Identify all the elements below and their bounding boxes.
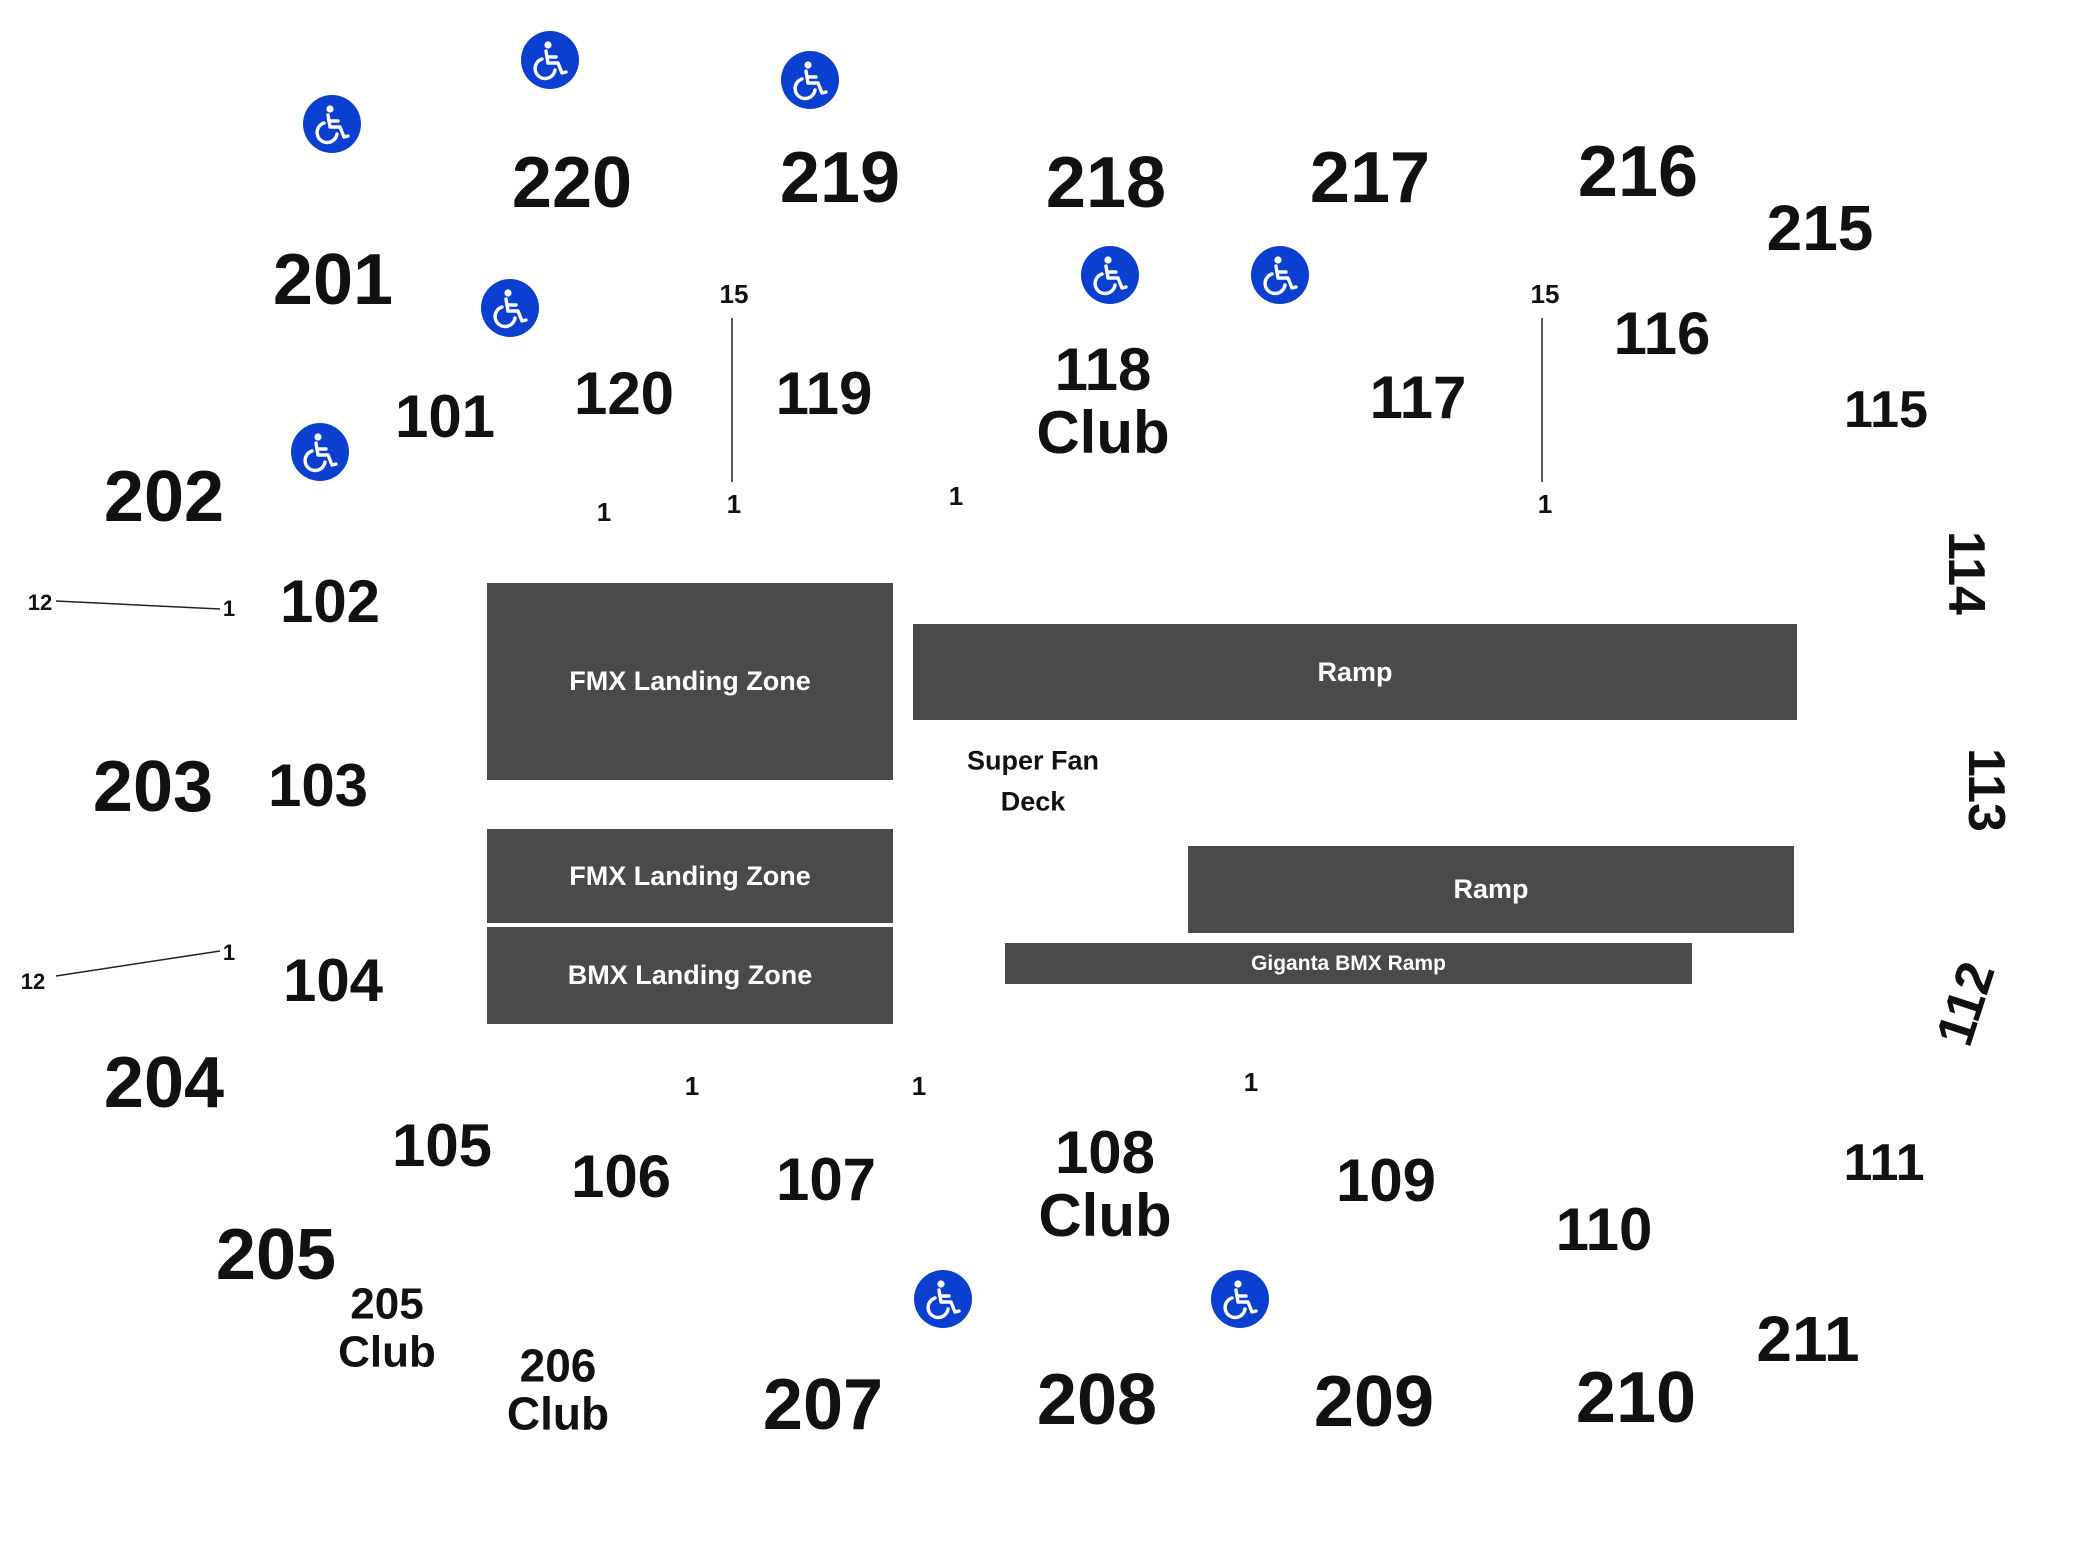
row-marker-120-1: 1 <box>596 497 612 527</box>
wheelchair-icon <box>1211 1270 1269 1328</box>
section-218[interactable]: 218 <box>1045 143 1167 223</box>
row-marker-108-1: 1 <box>1243 1067 1259 1097</box>
super-fan-deck[interactable]: Super Fan Deck <box>967 741 1099 822</box>
row-marker-102-1: 1 <box>222 596 236 621</box>
row-marker-106-1: 1 <box>684 1071 700 1101</box>
section-114[interactable]: 114 <box>1937 531 1995 615</box>
section-203[interactable]: 203 <box>92 747 214 827</box>
section-206-club-number: 206 <box>519 1339 597 1392</box>
section-110[interactable]: 110 <box>1555 1196 1653 1263</box>
row-marker-104-1: 1 <box>222 940 236 965</box>
section-204[interactable]: 204 <box>103 1043 225 1123</box>
section-220[interactable]: 220 <box>511 143 633 223</box>
section-205-club-number: 205 <box>350 1279 424 1329</box>
section-108-club[interactable]: 108 Club <box>1038 1121 1171 1247</box>
section-209[interactable]: 209 <box>1313 1362 1435 1442</box>
row-marker-119-1: 1 <box>726 489 742 519</box>
section-118-number: 118 <box>1054 336 1152 403</box>
wheelchair-icon <box>1251 246 1309 304</box>
row-marker-117-15: 15 <box>1530 279 1560 309</box>
section-215[interactable]: 215 <box>1766 192 1874 264</box>
fmx-landing-zone-2: FMX Landing Zone <box>487 829 893 923</box>
section-108-number: 108 <box>1054 1119 1156 1186</box>
giganta-bmx-ramp: Giganta BMX Ramp <box>1005 943 1692 984</box>
section-207[interactable]: 207 <box>762 1365 884 1445</box>
section-119[interactable]: 119 <box>775 360 873 427</box>
row-marker-107-1: 1 <box>911 1071 927 1101</box>
row-marker-118-1: 1 <box>948 481 964 511</box>
row-marker-104-12: 12 <box>20 969 46 994</box>
row-marker-117-1: 1 <box>1537 489 1553 519</box>
section-113[interactable]: 113 <box>1957 748 2015 832</box>
section-106[interactable]: 106 <box>570 1143 672 1210</box>
section-107[interactable]: 107 <box>775 1146 877 1213</box>
section-210[interactable]: 210 <box>1575 1358 1697 1438</box>
row-line-102 <box>55 600 221 610</box>
ramp-top: Ramp <box>913 624 1797 720</box>
section-202[interactable]: 202 <box>103 457 225 537</box>
section-101[interactable]: 101 <box>394 383 496 450</box>
section-118-club-label: Club <box>1036 399 1170 466</box>
wheelchair-icon <box>291 423 349 481</box>
section-118-club[interactable]: 118 Club <box>1036 338 1169 464</box>
row-marker-102-12: 12 <box>27 590 53 615</box>
section-216[interactable]: 216 <box>1577 132 1699 212</box>
section-102[interactable]: 102 <box>279 568 381 635</box>
section-217[interactable]: 217 <box>1309 138 1431 218</box>
section-105[interactable]: 105 <box>391 1112 493 1179</box>
wheelchair-icon <box>303 95 361 153</box>
section-211[interactable]: 211 <box>1756 1303 1860 1375</box>
wheelchair-icon <box>781 51 839 109</box>
section-120[interactable]: 120 <box>573 360 675 427</box>
section-108-club-label: Club <box>1038 1182 1172 1249</box>
row-marker-119-15: 15 <box>719 279 749 309</box>
section-208[interactable]: 208 <box>1036 1360 1158 1440</box>
bmx-landing-zone: BMX Landing Zone <box>487 927 893 1024</box>
section-117[interactable]: 117 <box>1369 364 1467 431</box>
section-115[interactable]: 115 <box>1844 381 1928 439</box>
row-line-104 <box>55 950 221 977</box>
section-206-club-label: Club <box>506 1388 610 1440</box>
wheelchair-icon <box>1081 246 1139 304</box>
section-205-club-label: Club <box>338 1328 436 1377</box>
section-205-club[interactable]: 205 Club <box>338 1279 436 1378</box>
section-112[interactable]: 112 <box>1925 955 2007 1053</box>
section-205[interactable]: 205 <box>215 1215 337 1295</box>
section-219[interactable]: 219 <box>779 138 901 218</box>
wheelchair-icon <box>521 31 579 89</box>
wheelchair-icon <box>914 1270 972 1328</box>
section-116[interactable]: 116 <box>1613 300 1711 367</box>
section-109[interactable]: 109 <box>1335 1147 1437 1214</box>
section-111[interactable]: 111 <box>1843 1134 1925 1192</box>
fmx-landing-zone-1: FMX Landing Zone <box>487 583 893 780</box>
super-fan-deck-line1: Super Fan <box>966 745 1100 776</box>
super-fan-deck-line2: Deck <box>1000 786 1066 816</box>
section-104[interactable]: 104 <box>282 947 384 1014</box>
section-103[interactable]: 103 <box>267 752 369 819</box>
section-201[interactable]: 201 <box>272 240 394 320</box>
wheelchair-icon <box>481 279 539 337</box>
section-206-club[interactable]: 206 Club <box>506 1339 610 1440</box>
ramp-bottom: Ramp <box>1188 846 1794 933</box>
